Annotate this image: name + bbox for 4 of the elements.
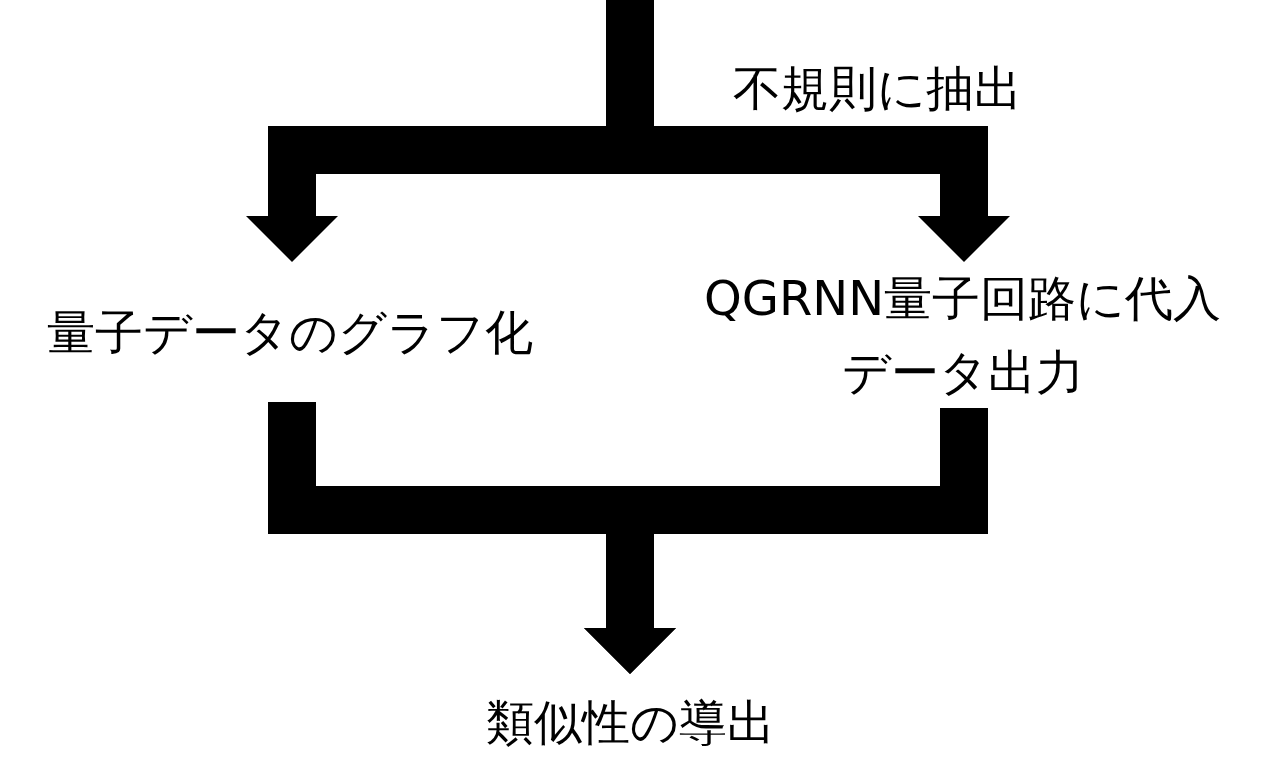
step-text: QGRNN量子回路に代入データ出力 [695,262,1230,408]
step-text: 量子データのグラフ化 [5,262,575,402]
step-text: 類似性の導出 [380,674,880,769]
annotation-text: 不規則に抽出 [733,59,1022,118]
